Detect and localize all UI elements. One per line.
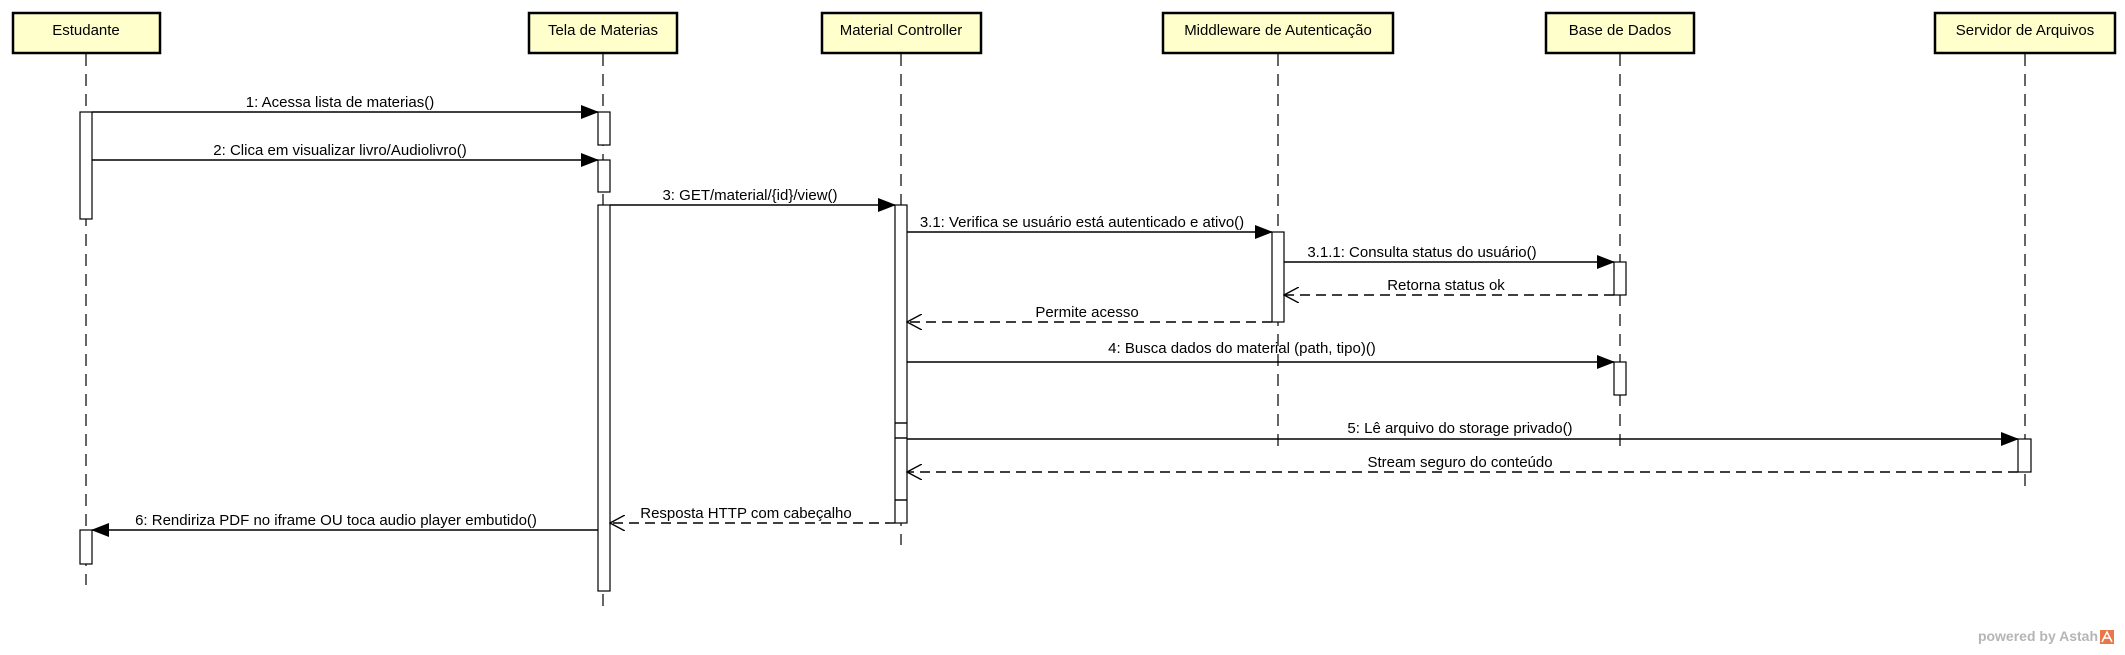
activation-bar [2017,438,2032,473]
lifeline-label: Estudante [52,22,120,39]
watermark: powered by Astah [1978,628,2114,644]
watermark-text: powered by Astah [1978,628,2098,644]
message-label: Stream seguro do conteúdo [1367,454,1552,471]
message-label: Retorna status ok [1387,277,1505,294]
message-label: 1: Acessa lista de materias() [246,94,434,111]
message-label: 3: GET/material/{id}/view() [662,187,837,204]
astah-logo-icon [2100,630,2114,644]
lifeline-label: Tela de Materias [548,22,658,39]
lifeline-db[interactable]: Base de Dados [1544,11,1696,55]
activation-bar [597,159,611,193]
activation-bar [79,529,93,565]
activation-bar [597,111,611,146]
activation-bar [1271,231,1285,323]
activation-bar [597,204,611,592]
message-label: 4: Busca dados do material (path, tipo)(… [1108,340,1376,357]
lifeline-label: Middleware de Autenticação [1184,22,1372,39]
activation-bar [1613,361,1627,396]
lifeline-tela[interactable]: Tela de Materias [527,11,679,55]
message-label: Resposta HTTP com cabeçalho [640,505,852,522]
message-label: Permite acesso [1035,304,1138,321]
activation-bar [1613,261,1627,296]
lifeline-files[interactable]: Servidor de Arquivos [1933,11,2117,55]
lifeline-estudante[interactable]: Estudante [11,11,162,55]
message-label: 3.1.1: Consulta status do usuário() [1307,244,1536,261]
lifeline-label: Servidor de Arquivos [1956,22,2094,39]
lifeline-label: Base de Dados [1569,22,1672,39]
message-label: 5: Lê arquivo do storage privado() [1347,420,1572,437]
message-label: 2: Clica em visualizar livro/Audiolivro(… [213,142,466,159]
activation-bar [894,204,908,524]
activation-bar [79,111,93,220]
message-label: 3.1: Verifica se usuário está autenticad… [920,214,1244,231]
lifeline-controller[interactable]: Material Controller [820,11,983,55]
lifeline-label: Material Controller [840,22,963,39]
message-label: 6: Rendiriza PDF no iframe OU toca audio… [135,512,537,529]
lifeline-middleware[interactable]: Middleware de Autenticação [1161,11,1395,55]
